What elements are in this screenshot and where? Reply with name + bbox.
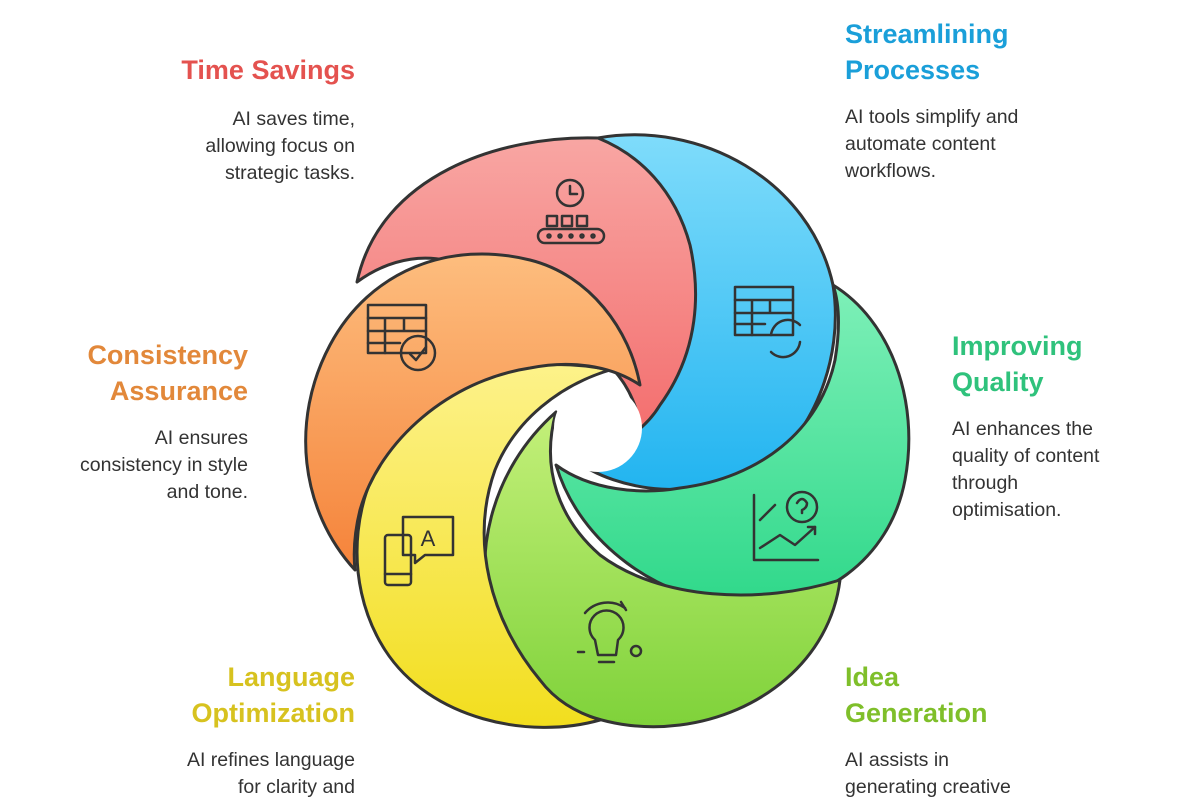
desc-line: allowing focus on — [205, 135, 355, 157]
desc-line: optimisation. — [952, 499, 1062, 521]
desc-line: automate content — [845, 133, 996, 155]
desc-line: AI tools simplify and — [845, 106, 1019, 128]
title-line: Assurance — [109, 376, 248, 406]
label-improving-quality: Improving Quality AI enhances the qualit… — [952, 328, 1192, 524]
desc-line: AI refines language — [186, 749, 355, 771]
desc-idea-generation: AI assists in generating creative — [845, 747, 1145, 801]
desc-line: generating creative — [845, 776, 1011, 798]
lightbulb-icon — [576, 600, 643, 664]
desc-time-savings: AI saves time, allowing focus on strateg… — [55, 106, 355, 187]
title-line: Streamlining — [845, 19, 1009, 49]
desc-line: AI saves time, — [232, 108, 355, 130]
desc-streamlining-processes: AI tools simplify and automate content w… — [845, 104, 1145, 185]
segment-streamlining-processes — [570, 133, 837, 491]
clock-conveyor-icon — [536, 178, 606, 245]
segment-idea-generation — [483, 410, 842, 729]
table-check-icon — [366, 303, 437, 372]
title-line: Idea — [845, 662, 900, 692]
title-line: Processes — [845, 55, 981, 85]
desc-line: consistency in style — [80, 454, 248, 476]
desc-line: strategic tasks. — [224, 162, 355, 184]
desc-line: workflows. — [845, 160, 937, 182]
chat-letter: A — [421, 526, 436, 551]
title-line: Consistency — [87, 340, 248, 370]
title-streamlining-processes: Streamlining Processes — [845, 16, 1145, 88]
desc-consistency-assurance: AI ensures consistency in style and tone… — [0, 425, 248, 506]
label-time-savings: Time Savings AI saves time, allowing foc… — [55, 52, 355, 187]
title-line: Quality — [952, 367, 1044, 397]
segment-consistency-assurance — [304, 252, 642, 572]
label-idea-generation: Idea Generation AI assists in generating… — [845, 659, 1145, 801]
title-improving-quality: Improving Quality — [952, 328, 1192, 400]
table-refresh-icon — [733, 285, 802, 359]
segment-improving-quality — [554, 283, 911, 607]
title-line: Time Savings — [181, 55, 355, 85]
desc-line: through — [952, 472, 1019, 494]
desc-line: for clarity and — [237, 776, 355, 798]
title-time-savings: Time Savings — [55, 52, 355, 88]
title-line: Optimization — [191, 698, 356, 728]
phone-chat-icon — [383, 515, 455, 587]
label-language-optimization: Language Optimization AI refines languag… — [55, 659, 355, 801]
desc-improving-quality: AI enhances the quality of content throu… — [952, 416, 1192, 524]
title-idea-generation: Idea Generation — [845, 659, 1145, 731]
chart-question-icon — [752, 490, 820, 562]
title-language-optimization: Language Optimization — [55, 659, 356, 731]
center-hole — [554, 384, 642, 472]
desc-line: AI ensures — [154, 427, 248, 449]
title-line: Improving — [952, 331, 1083, 361]
desc-line: AI assists in — [845, 749, 950, 771]
desc-line: quality of content — [952, 445, 1100, 467]
title-line: Generation — [845, 698, 988, 728]
label-streamlining-processes: Streamlining Processes AI tools simplify… — [845, 16, 1145, 185]
desc-line: AI enhances the — [952, 418, 1093, 440]
title-consistency-assurance: Consistency Assurance — [0, 337, 248, 409]
desc-language-optimization: AI refines language for clarity and — [55, 747, 355, 801]
label-consistency-assurance: Consistency Assurance AI ensures consist… — [0, 337, 248, 506]
title-line: Language — [227, 662, 355, 692]
desc-line: and tone. — [166, 481, 248, 503]
